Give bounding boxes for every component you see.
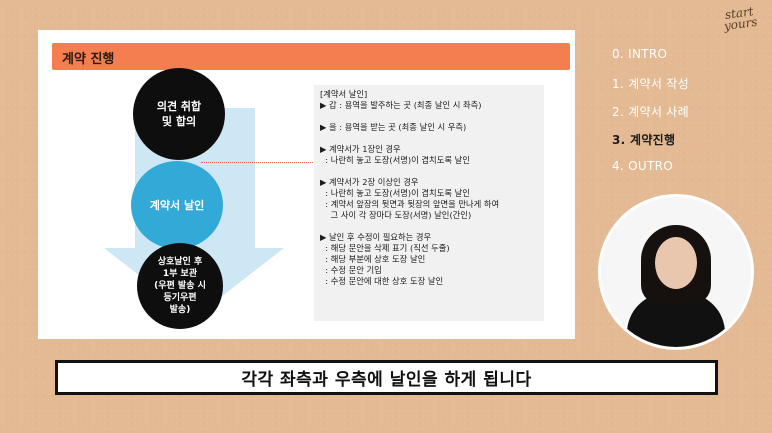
step-1-line-2: 및 합의: [161, 115, 197, 128]
presenter-webcam: [598, 194, 754, 350]
step-3-line-2: 1부 보관: [162, 269, 198, 279]
step-3-line-3: (우편 발송 시: [154, 281, 206, 291]
note-line: : 해당 문안을 삭제 표기 (직선 두줄): [320, 243, 450, 253]
step-circle-agreement: 의견 취합 및 합의: [133, 68, 225, 160]
slide-header-bar: 계약 진행: [52, 43, 570, 70]
note-line: 그 사이 각 장마다 도장(서명) 날인(간인): [320, 210, 472, 220]
step-2-line-1: 계약서 날인: [149, 199, 205, 212]
note-line: : 해당 부분에 상호 도장 날인: [320, 254, 426, 264]
step-3-line-4: 등기우편: [163, 293, 197, 303]
menu-item-contract-writing[interactable]: 1. 계약서 작성: [612, 77, 689, 91]
note-spacer: [320, 133, 538, 144]
slide-title: 계약 진행: [62, 52, 115, 67]
note-spacer: [320, 111, 538, 122]
caption-subtitle: 각각 좌측과 우측에 날인을 하게 됩니다: [55, 360, 718, 395]
chapter-menu: 0. INTRO 1. 계약서 작성 2. 계약서 사례 3. 계약진행 4. …: [612, 47, 689, 187]
note-line: : 수정 문안 기입: [320, 265, 382, 275]
step-1-line-1: 의견 취합: [156, 100, 202, 113]
note-line: : 계약서 앞장의 뒷면과 뒷장의 앞면을 만나게 하여: [320, 199, 500, 209]
note-line: ▶ 계약서가 1장인 경우: [320, 144, 401, 154]
note-line: : 나란히 놓고 도장(서명)이 겹치도록 날인: [320, 188, 470, 198]
presenter-face: [655, 237, 697, 289]
step-3-line-5: 발송): [169, 305, 191, 315]
note-line: ▶ 갑 : 용역을 발주하는 곳 (최종 날인 시 좌측): [320, 100, 482, 110]
presentation-slide: 계약 진행 의견 취합 및 합의 계약서 날인 상호날인 후 1부 보관 (우편…: [38, 30, 575, 339]
note-line: ▶ 계약서가 2장 이상인 경우: [320, 177, 419, 187]
menu-item-contract-examples[interactable]: 2. 계약서 사례: [612, 105, 689, 119]
menu-item-intro[interactable]: 0. INTRO: [612, 47, 668, 61]
step-circle-sealing: 계약서 날인: [131, 161, 223, 249]
note-line: ▶ 날인 후 수정이 필요하는 경우: [320, 232, 432, 242]
step-3-line-1: 상호날인 후: [157, 257, 203, 267]
sealing-note-box: [계약서 날인] ▶ 갑 : 용역을 발주하는 곳 (최종 날인 시 좌측) ▶…: [314, 85, 544, 321]
note-line: [계약서 날인]: [320, 89, 368, 99]
note-line: : 수정 문안에 대한 상호 도장 날인: [320, 276, 444, 286]
step-circle-keep-copy: 상호날인 후 1부 보관 (우편 발송 시 등기우편 발송): [137, 243, 223, 329]
menu-item-outro[interactable]: 4. OUTRO: [612, 159, 674, 173]
menu-item-contract-process[interactable]: 3. 계약진행: [612, 133, 676, 147]
note-line: ▶ 을 : 용역을 받는 곳 (최종 날인 시 우측): [320, 122, 467, 132]
note-line: : 나란히 놓고 도장(서명)이 겹치도록 날인: [320, 155, 470, 165]
note-spacer: [320, 166, 538, 177]
note-spacer: [320, 221, 538, 232]
connector-dotted-line: [201, 162, 321, 163]
